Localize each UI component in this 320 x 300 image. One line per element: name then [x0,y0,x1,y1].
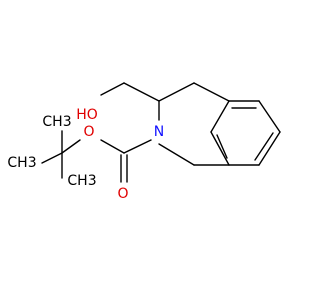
bond-c4-c3 [158,82,195,102]
nitrogen-atom: N [154,124,164,140]
bond-ester-o-quaternary [61,139,81,154]
hydroxyl-label: HO [76,107,98,123]
piperidine-ring [158,82,230,166]
nitrogen-label: N [154,124,164,140]
ester-oxygen-label: O [83,124,94,140]
carbonyl-oxygen-label: O [117,186,128,202]
bond-n2-carbonyl [123,139,152,154]
methyl-bottom-label: CH3 [67,173,96,189]
bond-ring-c5-c6 [258,100,281,133]
bond-c4a-c4 [193,82,230,102]
bond-ring-c8a-c4a [210,100,230,133]
bond-n2-c1 [158,143,195,166]
bond-ch2-oh [100,82,125,96]
bond-ring-c8-c8a [210,131,230,166]
bond-carbonyl-ester-o [100,139,125,154]
methyl-top-label: CH3 [42,114,71,130]
bond-c3-ch2 [123,82,160,102]
bond-quaternary-methyl-left [41,152,63,164]
benzene-ring [210,100,281,166]
methyl-left-label: CH3 [7,155,36,171]
chemical-structure-diagram: HO N O O CH3 CH3 CH3 [7,82,281,202]
bond-ring-double-3 [216,134,228,159]
hydroxymethyl-group: HO [73,82,160,124]
boc-group: O O CH3 CH3 CH3 [7,114,152,202]
bond-ring-double-2 [254,132,274,161]
bond-ring-c6-c7 [258,131,281,166]
